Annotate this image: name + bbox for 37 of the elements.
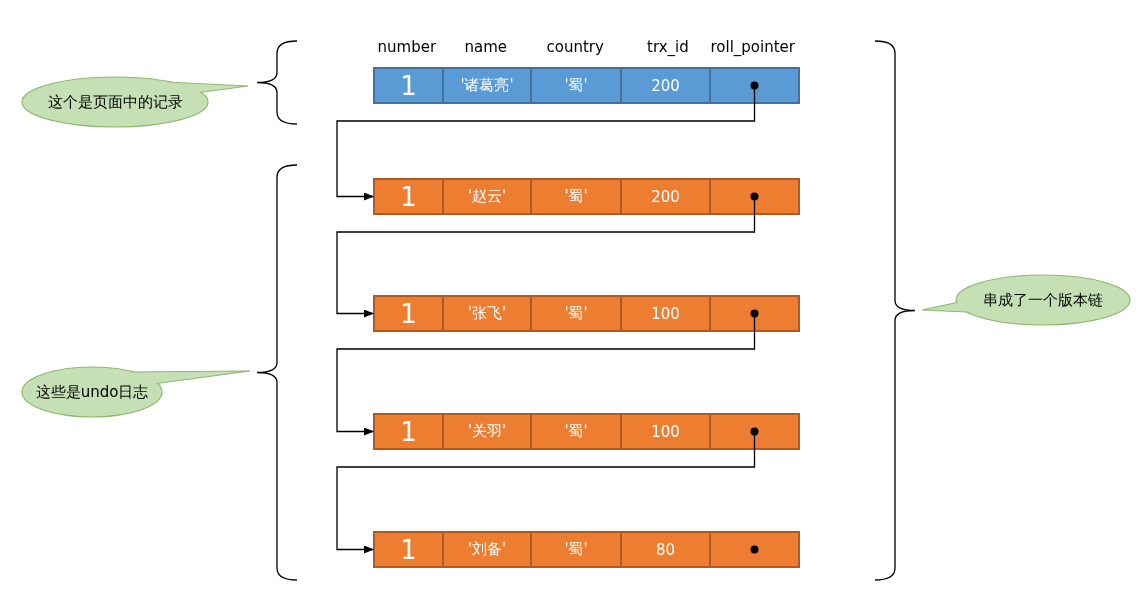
cell-value: 200 bbox=[620, 67, 711, 104]
cell-value: '赵云' bbox=[442, 178, 532, 215]
cell-value: '蜀' bbox=[530, 531, 622, 568]
record-row bbox=[373, 295, 798, 332]
record-row bbox=[373, 531, 798, 568]
speech-bubble bbox=[920, 273, 1132, 327]
column-header: number bbox=[377, 38, 437, 56]
pointer-arrow bbox=[336, 331, 756, 436]
cell-value: 1 bbox=[373, 67, 444, 104]
cell-value: 1 bbox=[373, 531, 444, 568]
bubble-text: 串成了一个版本链 bbox=[983, 290, 1103, 310]
record-row bbox=[373, 178, 798, 215]
cell-value: '蜀' bbox=[530, 178, 622, 215]
cell-value: 200 bbox=[620, 178, 711, 215]
cell-value: '蜀' bbox=[530, 413, 622, 450]
cell-value: 1 bbox=[373, 413, 444, 450]
cell-value: '张飞' bbox=[442, 295, 532, 332]
cell-value: '关羽' bbox=[442, 413, 532, 450]
pointer-arrow bbox=[336, 449, 756, 554]
speech-bubble bbox=[20, 75, 250, 129]
speech-bubble bbox=[20, 365, 252, 419]
bubble-text: 这些是undo日志 bbox=[35, 382, 149, 402]
pointer-arrow bbox=[336, 103, 756, 201]
bubble-text: 这个是页面中的记录 bbox=[47, 92, 183, 112]
record-row bbox=[373, 67, 798, 104]
cell-value: 1 bbox=[373, 178, 444, 215]
cell-value: 1 bbox=[373, 295, 444, 332]
cell-value: 100 bbox=[620, 413, 711, 450]
cell-value: '诸葛亮' bbox=[442, 67, 532, 104]
cell-value: '蜀' bbox=[530, 67, 622, 104]
record-row bbox=[373, 413, 798, 450]
cell-value: '蜀' bbox=[530, 295, 622, 332]
pointer-arrow bbox=[336, 214, 756, 318]
column-header: name bbox=[464, 38, 508, 56]
cell-value: '刘备' bbox=[442, 531, 532, 568]
cell-value: 80 bbox=[620, 531, 711, 568]
cell-value: 100 bbox=[620, 295, 711, 332]
